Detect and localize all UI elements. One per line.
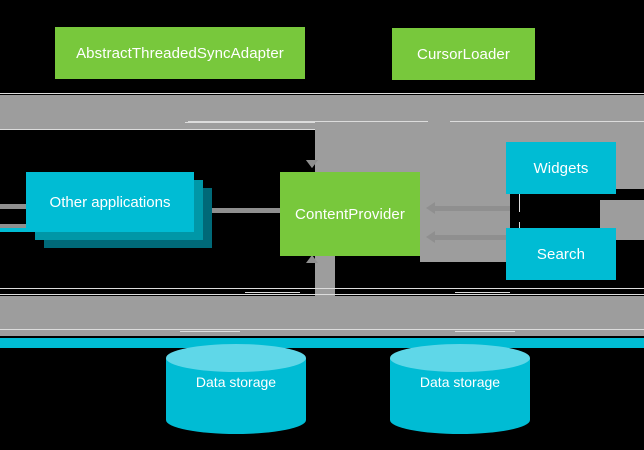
- cylinder-bottom-right: [390, 406, 530, 434]
- edge-widgets-to-provider-stem: [435, 206, 510, 211]
- node-other-applications[interactable]: Other applications: [26, 172, 221, 256]
- guide-hairline-top-right: [450, 121, 644, 122]
- node-label-other-applications: Other applications: [49, 193, 171, 211]
- arrow-widgets-to-provider: [426, 202, 435, 214]
- rail-left-lower-gray: [0, 224, 28, 228]
- arrow-cursorloader-to-provider: [306, 160, 318, 168]
- guide-hairline-top-left: [188, 121, 428, 122]
- node-contentprovider[interactable]: ContentProvider: [280, 172, 420, 256]
- guide-hairline-bottom-right: [455, 292, 510, 293]
- node-label-data-storage-right: Data storage: [419, 374, 501, 390]
- other-applications-card-front: Other applications: [26, 172, 194, 232]
- bus-top-hairline-upper: [0, 93, 644, 94]
- guide-hairline-bottom-left: [245, 292, 300, 293]
- node-data-storage-left[interactable]: Data storage: [166, 344, 306, 434]
- node-label-data-storage-left: Data storage: [195, 374, 277, 390]
- node-widgets[interactable]: Widgets: [506, 142, 616, 194]
- node-data-storage-right[interactable]: Data storage: [390, 344, 530, 434]
- arrow-datastorage-to-provider: [306, 255, 318, 263]
- edge-provider-to-otherapps-stem: [200, 208, 285, 213]
- cylinder-bottom-left: [166, 406, 306, 434]
- edge-search-to-provider-stem: [435, 235, 510, 240]
- bus-bottom-hairline-top: [0, 288, 644, 289]
- arrow-search-to-provider: [426, 231, 435, 243]
- guide-hairline-bottom-right2: [455, 331, 515, 332]
- cylinder-top-right: [390, 344, 530, 372]
- cylinder-top-left: [166, 344, 306, 372]
- node-label-syncadapter: AbstractThreadedSyncAdapter: [76, 44, 284, 62]
- rail-left-lower: [0, 228, 28, 232]
- rail-left-upper: [0, 204, 28, 209]
- bus-bottom-hairline-lower: [0, 329, 644, 330]
- bus-bottom-band: [0, 296, 644, 336]
- node-label-search: Search: [536, 245, 586, 263]
- bus-bottom-hairline-upper: [0, 294, 644, 295]
- node-label-contentprovider: ContentProvider: [295, 205, 405, 223]
- node-abstractthreadedsyncadapter[interactable]: AbstractThreadedSyncAdapter: [55, 27, 305, 79]
- bus-center-column: [315, 95, 644, 129]
- node-cursorloader[interactable]: CursorLoader: [392, 28, 535, 80]
- bus-bottom-cyan-rail: [0, 338, 644, 348]
- guide-hairline-bottom-left2: [180, 331, 240, 332]
- node-search[interactable]: Search: [506, 228, 616, 280]
- bus-right-upper: [420, 172, 510, 212]
- node-label-widgets: Widgets: [533, 159, 589, 177]
- node-label-cursorloader: CursorLoader: [417, 45, 510, 63]
